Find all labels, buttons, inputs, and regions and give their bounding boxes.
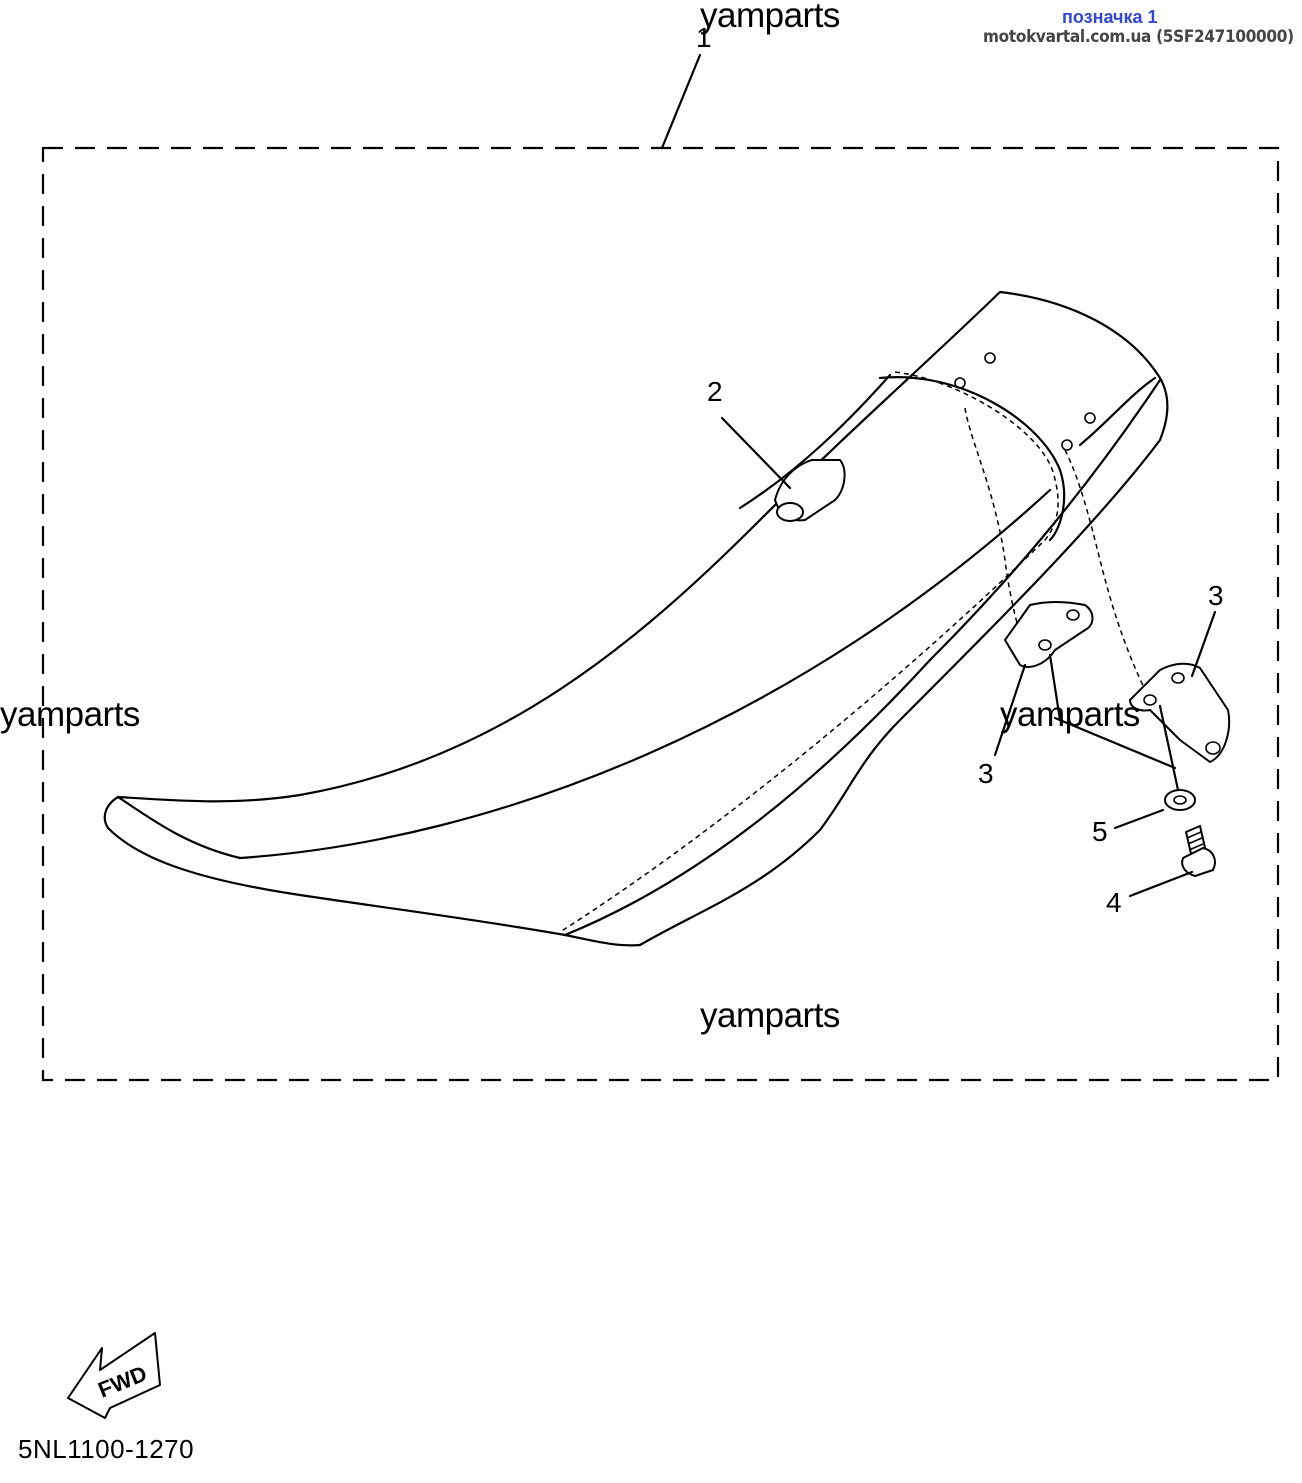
watermark-bottom: yamparts [700, 996, 840, 1035]
part-4-bolt [1128, 825, 1216, 898]
callout-4: 4 [1106, 887, 1122, 918]
watermark-right: yamparts [1000, 695, 1140, 734]
seat [103, 290, 1169, 947]
diagram-code: 5NL1100-1270 [18, 1434, 195, 1464]
callout-2: 2 [707, 376, 723, 407]
header-source: motokvartal.com.ua (5SF247100000) [983, 27, 1294, 47]
callout-5: 5 [1092, 816, 1108, 847]
header-badge: позначка 1 [1062, 7, 1158, 27]
leader-1 [660, 53, 702, 150]
assembly-frame [41, 146, 1280, 1082]
part-3-bracket-left [993, 601, 1094, 757]
callout-3-left: 3 [978, 758, 994, 789]
watermark-left: yamparts [0, 695, 140, 734]
part-2-hook [720, 416, 846, 522]
fwd-arrow-icon: FWD [67, 1332, 161, 1419]
part-3-bracket-right [1053, 610, 1230, 770]
part-5-washer [1113, 704, 1196, 830]
callout-3-right: 3 [1208, 580, 1224, 611]
callout-1: 1 [696, 22, 712, 53]
watermark-top: yamparts [700, 0, 840, 35]
